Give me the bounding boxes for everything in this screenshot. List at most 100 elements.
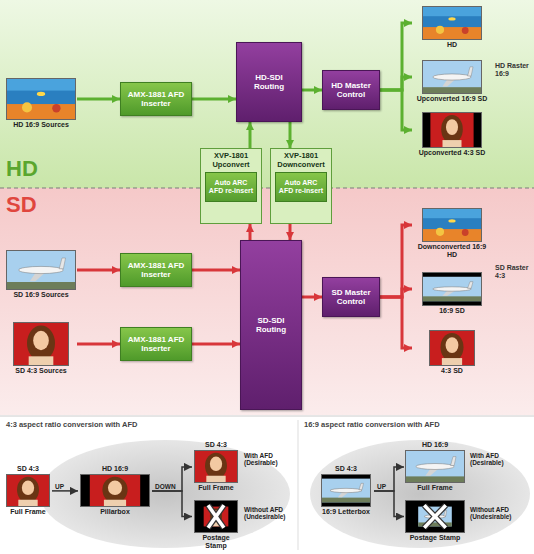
connector-arrow	[52, 490, 78, 492]
edge-label: UP	[377, 483, 386, 490]
example-image: SD 4:3Full Frame	[192, 440, 240, 494]
image-heading: SD 4:3	[318, 465, 374, 473]
xvp-label: XVP-1801 Downconvert	[273, 152, 329, 169]
picture-illustration	[6, 474, 50, 507]
picture	[321, 474, 371, 507]
picture-illustration	[429, 330, 475, 366]
image-heading: SD 4:3	[192, 441, 240, 449]
picture-illustration	[194, 450, 238, 483]
output-image: HD	[412, 6, 492, 50]
image-caption: Upconverted 4:3 SD	[412, 149, 492, 157]
image-caption: Full Frame	[4, 508, 52, 516]
connector-arrow	[77, 343, 120, 346]
picture	[405, 500, 465, 533]
connector-arrow	[380, 225, 412, 297]
inserter-box: AMX-1881 AFD Inserter	[120, 253, 192, 287]
picture	[80, 474, 150, 507]
panel-divider	[298, 420, 299, 550]
output-image: Upconverted 16:9 SD	[412, 60, 492, 104]
connector-arrow	[374, 491, 404, 517]
inserter-box: AMX-1881 AFD Inserter	[120, 327, 192, 361]
image-caption: Full Frame	[192, 484, 240, 492]
picture-illustration	[422, 208, 482, 242]
connector-arrow	[380, 90, 412, 130]
picture-illustration	[405, 500, 465, 533]
image-heading: HD 16:9	[78, 465, 152, 473]
image-caption: Postage Stamp	[404, 534, 466, 542]
connector-arrow	[380, 297, 412, 348]
image-caption: Pillarbox	[78, 508, 152, 516]
pur-label: HD-SDI Routing	[240, 73, 298, 91]
source-image: SD 4:3 Sources	[5, 322, 77, 376]
xvp-label: XVP-1801 Upconvert	[203, 152, 259, 169]
picture-illustration	[6, 78, 76, 120]
connector-arrow	[289, 122, 292, 148]
result-note: With AFD (Desirable)	[244, 452, 296, 467]
connector-arrow	[192, 343, 240, 346]
amx-label: AMX-1881 AFD Inserter	[124, 335, 188, 353]
amx-label: AMX-1881 AFD Inserter	[124, 90, 188, 108]
example-image: SD 4:3Full Frame	[4, 464, 52, 518]
picture-illustration	[422, 60, 482, 94]
example-image: HD 16:9Pillarbox	[78, 464, 152, 518]
example-image: HD 16:9Full Frame	[404, 440, 466, 494]
connector-arrow	[249, 122, 252, 148]
connector-arrow	[302, 89, 322, 92]
connector-arrow	[302, 296, 322, 299]
edge-label: UP	[55, 483, 64, 490]
band-title: SD	[6, 192, 37, 217]
connector-arrow	[374, 467, 404, 491]
picture	[422, 60, 482, 94]
inner-label: Auto ARC AFD re-insert	[278, 179, 324, 195]
pur-label: SD-SDI Routing	[244, 316, 298, 334]
picture	[194, 500, 238, 533]
image-caption: Upconverted 16:9 SD	[412, 95, 492, 103]
image-caption: 4:3 SD	[412, 367, 492, 375]
pur-label: SD Master Control	[326, 288, 376, 306]
source-image: HD 16:9 Sources	[5, 78, 77, 130]
image-caption: SD 16:9 Sources	[5, 291, 77, 299]
picture-illustration	[405, 450, 465, 483]
output-image: Downconverted 16:9 HD	[412, 208, 492, 261]
feature-box: Auto ARC AFD re-insert	[275, 172, 327, 202]
connector-arrow	[192, 98, 236, 101]
picture-illustration	[13, 322, 69, 366]
output-image: 4:3 SD	[412, 330, 492, 376]
sd-band	[0, 188, 534, 415]
example-image: Postage Stamp	[192, 500, 240, 552]
feature-box: Auto ARC AFD re-insert	[205, 172, 257, 202]
picture	[13, 322, 69, 366]
edge-label: DOWN	[155, 483, 176, 490]
raster-note: SD Raster 4:3	[495, 264, 533, 280]
picture-illustration	[194, 500, 238, 533]
picture-illustration	[422, 112, 482, 148]
result-note: Without AFD (Undesirable)	[244, 506, 296, 521]
image-caption: 16:9 SD	[412, 307, 492, 315]
band-title: HD	[6, 156, 38, 181]
image-heading: HD 16:9	[404, 441, 466, 449]
image-caption: HD	[412, 41, 492, 49]
connector-arrow	[77, 269, 120, 272]
connector-arrow	[152, 467, 192, 491]
image-caption: Downconverted 16:9 HD	[412, 243, 492, 260]
source-image: SD 16:9 Sources	[5, 250, 77, 300]
panel-ground	[310, 440, 530, 548]
picture	[6, 250, 76, 290]
image-caption: Postage Stamp	[192, 534, 240, 551]
converter-box: XVP-1801 UpconvertAuto ARC AFD re-insert	[200, 148, 262, 224]
picture	[422, 6, 482, 40]
connector-arrow	[77, 98, 120, 101]
section-divider	[0, 416, 534, 417]
connector-arrow	[289, 224, 292, 240]
example-image: SD 4:3 16:9 Letterbox	[318, 464, 374, 518]
connector-arrow	[249, 224, 252, 240]
inserter-box: AMX-1881 AFD Inserter	[120, 82, 192, 116]
picture	[6, 474, 50, 507]
connector-arrow	[380, 23, 412, 90]
picture	[422, 272, 482, 306]
result-note: With AFD (Desirable)	[470, 452, 526, 467]
result-note: Without AFD (Undesirable)	[470, 506, 528, 521]
raster-note: HD Raster 16:9	[495, 62, 533, 78]
image-caption: 16:9 Letterbox	[318, 508, 374, 516]
hd-band	[0, 0, 534, 188]
